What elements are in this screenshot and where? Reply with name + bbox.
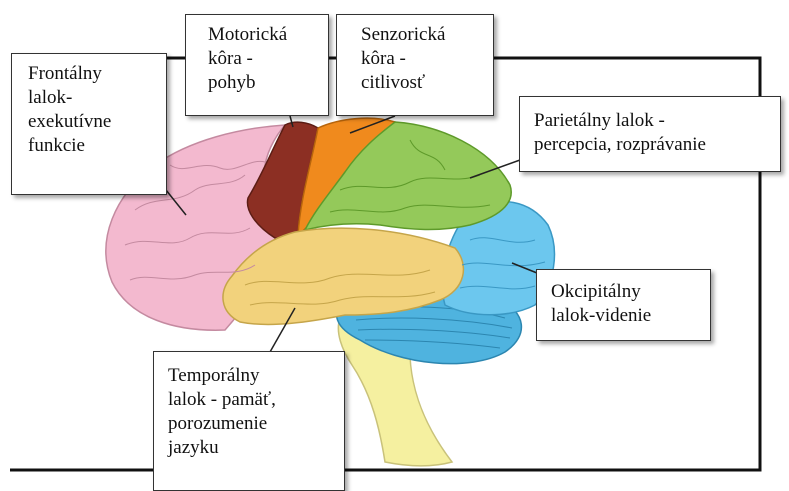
label-parietal-lobe: Parietálny lalok - percepcia, rozprávani…	[519, 96, 781, 172]
label-temporal-lobe: Temporálny lalok - pamäť, porozumenie ja…	[153, 351, 345, 491]
label-sensory-cortex: Senzorická kôra - citlivosť	[336, 14, 494, 116]
label-line: Senzorická	[361, 23, 481, 47]
label-line: Motorická	[208, 23, 316, 47]
label-occipital-lobe: Okcipitálny lalok-videnie	[536, 269, 711, 341]
label-motor-cortex: Motorická kôra - pohyb	[185, 14, 329, 116]
label-line: percepcia, rozprávanie	[534, 133, 766, 157]
label-line: funkcie	[28, 134, 150, 158]
label-line: lalok-videnie	[551, 304, 696, 328]
label-line: Frontálny	[28, 62, 150, 86]
label-line: exekutívne	[28, 110, 150, 134]
label-line: pohyb	[208, 71, 316, 95]
label-line: lalok-	[28, 86, 150, 110]
label-line: porozumenie	[168, 412, 330, 436]
label-line: lalok - pamäť,	[168, 388, 330, 412]
label-line: kôra -	[361, 47, 481, 71]
label-line: Okcipitálny	[551, 280, 696, 304]
label-line: Temporálny	[168, 364, 330, 388]
label-line: citlivosť	[361, 71, 481, 95]
label-line: Parietálny lalok -	[534, 109, 766, 133]
label-line: kôra -	[208, 47, 316, 71]
label-frontal-lobe: Frontálny lalok- exekutívne funkcie	[11, 53, 167, 195]
label-line: jazyku	[168, 436, 330, 460]
